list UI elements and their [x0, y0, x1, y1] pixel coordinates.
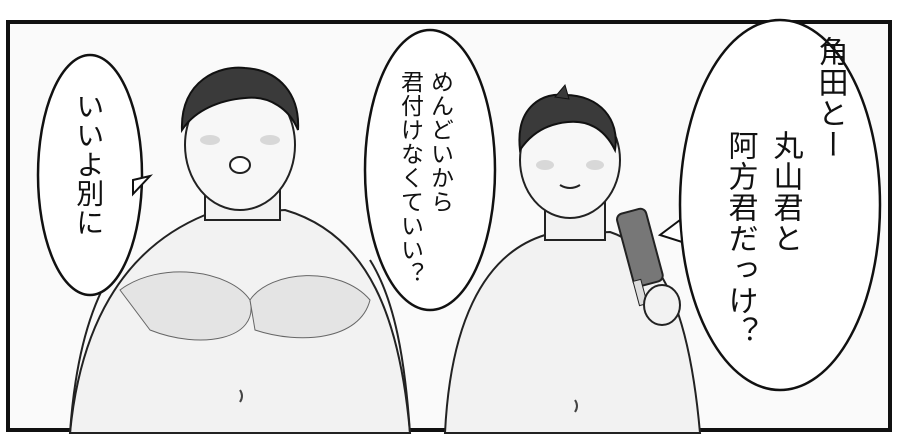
bubble-middle-text-line2: 君付けなくていい？ [396, 70, 423, 286]
left-character [68, 66, 412, 434]
bubble-left-text: いいよ別に [72, 92, 106, 237]
speech-bubble-middle [363, 28, 497, 312]
bubble-right-text-line2: 丸山君と [767, 130, 803, 254]
bubble-middle-text-line1: めんどいから [426, 70, 453, 214]
right-character [443, 83, 702, 434]
bubble-right-text-line1: 角田とー [812, 36, 848, 160]
speech-bubble-left [36, 53, 154, 297]
speech-bubble-right [657, 18, 882, 392]
bubble-right-text-line3: 阿方君だっけ？ [722, 130, 758, 347]
